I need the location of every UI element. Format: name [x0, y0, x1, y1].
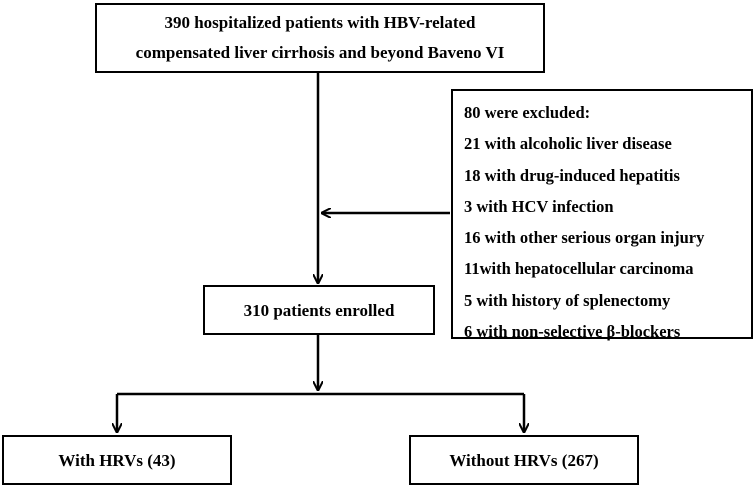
without-hrvs-box: Without HRVs (267): [409, 435, 639, 485]
exclusion-splenectomy: 5 with history of splenectomy: [464, 290, 671, 310]
enrolled-label: 310 patients enrolled: [243, 300, 395, 320]
exclusion-box: 80 were excluded: 21 with alcoholic live…: [451, 89, 753, 341]
exclusion-organ-injury: 16 with other serious organ injury: [464, 228, 705, 248]
total-patients-line-1: 390 hospitalized patients with HBV-relat…: [164, 13, 476, 32]
enrolled-box: 310 patients enrolled: [203, 285, 435, 335]
with-hrvs-box: With HRVs (43): [2, 435, 232, 485]
exclusion-hcc: 11with hepatocellular carcinoma: [464, 259, 694, 279]
exclusion-alcoholic: 21 with alcoholic liver disease: [464, 134, 672, 154]
without-hrvs-label: Without HRVs (267): [449, 450, 599, 470]
with-hrvs-label: With HRVs (43): [58, 450, 176, 470]
exclusion-header: 80 were excluded:: [464, 103, 591, 122]
exclusion-beta-blockers: 6 with non-selective β-blockers: [464, 322, 681, 342]
exclusion-hcv: 3 with HCV infection: [464, 196, 614, 216]
total-patients-box: 390 hospitalized patients with HBV-relat…: [95, 3, 545, 73]
exclusion-drug-induced: 18 with drug-induced hepatitis: [464, 165, 680, 185]
total-patients-line-2: compensated liver cirrhosis and beyond B…: [135, 43, 505, 62]
